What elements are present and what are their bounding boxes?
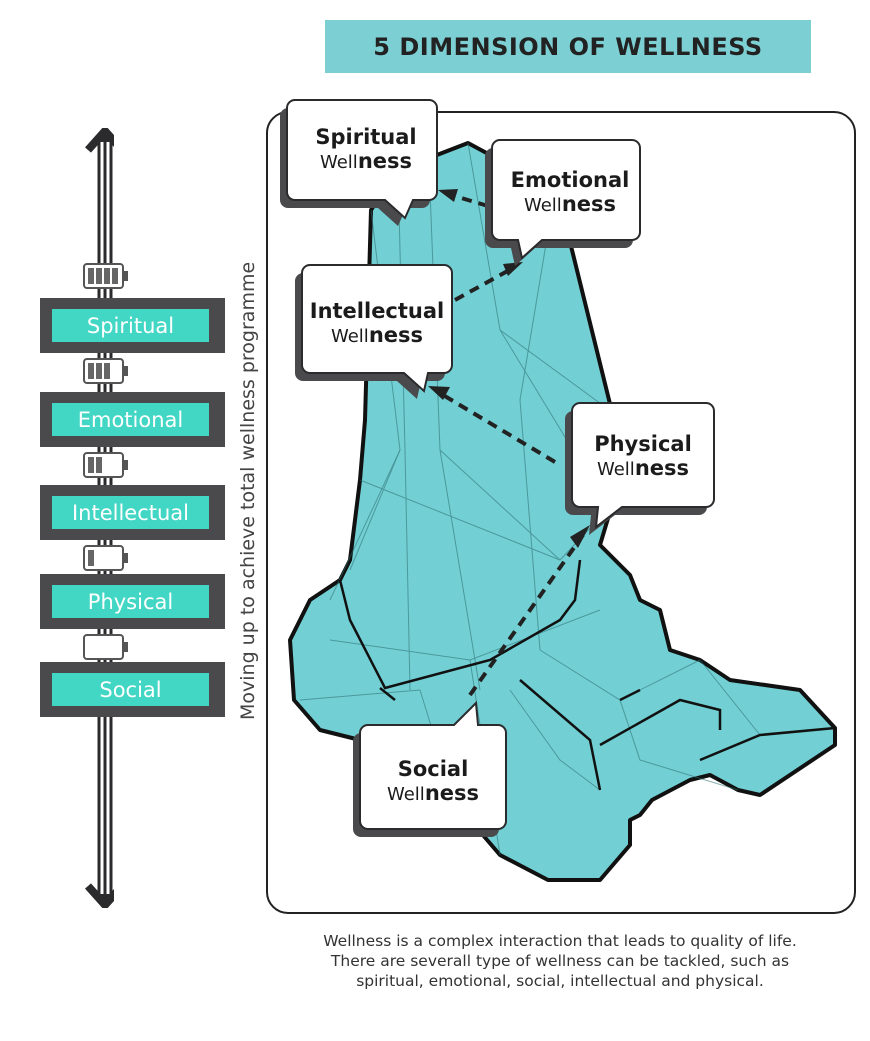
bubble-name: Spiritual (315, 125, 417, 149)
level-social: Social (40, 662, 225, 717)
bubble-wellness: Wellness (295, 149, 437, 175)
level-physical: Physical (40, 574, 225, 629)
footer-line: There are severall type of wellness can … (330, 952, 790, 970)
bubble-spiritual: Spiritual Wellness (295, 125, 437, 175)
footer-line: spiritual, emotional, social, intellectu… (356, 972, 764, 990)
bubble-name: Emotional (510, 168, 630, 192)
footer-description: Wellness is a complex interaction that l… (250, 931, 870, 991)
battery-icon (83, 634, 128, 660)
page-title: 5 DIMENSION OF WELLNESS (373, 32, 763, 61)
footer-line: Wellness is a complex interaction that l… (323, 932, 797, 950)
level-label: Intellectual (52, 496, 209, 529)
bubble-wellness: Wellness (302, 323, 452, 349)
level-label: Physical (52, 585, 209, 618)
battery-icon (83, 545, 128, 571)
bubble-name: Intellectual (309, 299, 445, 323)
well-prefix: Well (596, 459, 635, 480)
battery-icon (83, 452, 128, 478)
well-prefix: Well (330, 326, 369, 347)
bubble-wellness: Wellness (360, 781, 506, 807)
level-emotional: Emotional (40, 392, 225, 447)
bubble-intellectual-shape (295, 264, 453, 399)
bubble-spiritual-shape (280, 99, 438, 226)
well-suffix: ness (634, 456, 690, 480)
battery-icon (83, 263, 128, 289)
bubble-physical-shape (565, 402, 715, 535)
well-prefix: Well (319, 152, 358, 173)
bubble-name: Social (397, 757, 469, 781)
level-intellectual: Intellectual (40, 485, 225, 540)
bubble-social-shape (353, 700, 507, 837)
well-suffix: ness (424, 781, 480, 805)
level-label: Emotional (52, 403, 209, 436)
bubble-emotional-shape (485, 139, 641, 266)
bubble-wellness: Wellness (572, 456, 714, 482)
well-suffix: ness (368, 323, 424, 347)
level-label: Social (52, 673, 209, 706)
level-label: Spiritual (52, 309, 209, 342)
well-prefix: Well (523, 195, 562, 216)
bubble-wellness: Wellness (500, 192, 640, 218)
bubble-name: Physical (594, 432, 692, 456)
well-suffix: ness (357, 149, 413, 173)
bubble-emotional: Emotional Wellness (500, 168, 640, 218)
bubble-physical: Physical Wellness (572, 432, 714, 482)
battery-icon (83, 358, 128, 384)
level-spiritual: Spiritual (40, 298, 225, 353)
bubble-social: Social Wellness (360, 757, 506, 807)
well-suffix: ness (561, 192, 617, 216)
title-banner: 5 DIMENSION OF WELLNESS (325, 20, 811, 73)
well-prefix: Well (386, 784, 425, 805)
bubble-intellectual: Intellectual Wellness (302, 299, 452, 349)
